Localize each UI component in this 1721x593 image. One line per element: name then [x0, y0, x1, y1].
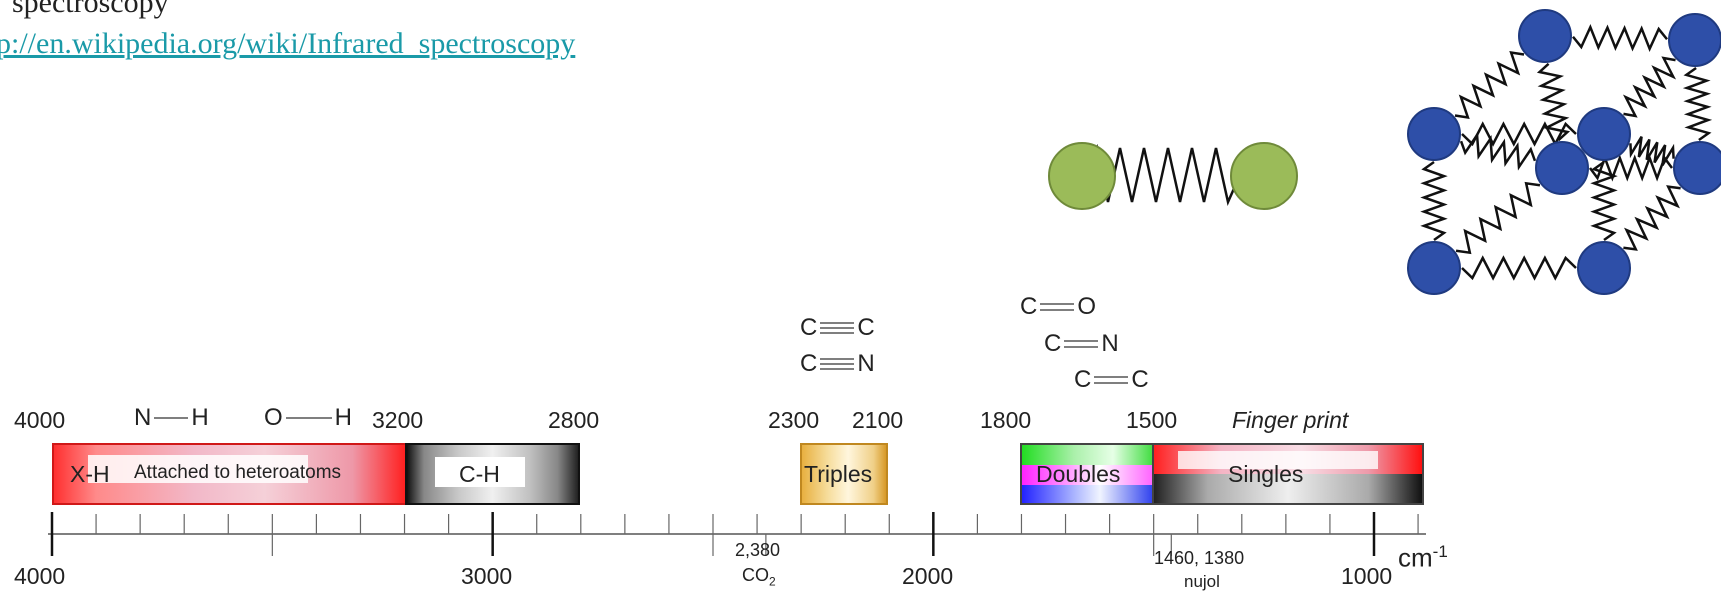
- nujol-value-label: 1460, 1380: [1154, 548, 1245, 568]
- top-label-2800: 2800: [548, 407, 600, 433]
- lattice-atom: [1577, 107, 1631, 161]
- diatomic-atom-left: [1048, 142, 1116, 210]
- singles-label: Singles: [1228, 461, 1304, 487]
- cn-triple-bond: C N: [800, 350, 875, 377]
- lattice-atom: [1668, 13, 1721, 67]
- lattice-spring: [1622, 56, 1677, 118]
- top-label-1500: 1500: [1126, 407, 1178, 433]
- triples-band: Triples: [800, 443, 888, 505]
- co2-label: CO2: [742, 565, 776, 589]
- doubles-band: Doubles: [1020, 443, 1154, 505]
- xh-label: X-H: [70, 461, 110, 487]
- attached-to-heteroatoms-label: Attached to heteroatoms: [134, 462, 342, 483]
- xh-band: X-H Attached to heteroatoms: [52, 443, 407, 505]
- lattice-atom: [1535, 141, 1589, 195]
- lattice-atom: [1673, 141, 1721, 195]
- top-label-1800: 1800: [980, 407, 1032, 433]
- nh-bond: N H: [134, 404, 209, 431]
- axis-label-2000: 2000: [902, 563, 954, 589]
- lattice-spring: [1572, 24, 1668, 52]
- cc-double-bond: C C: [1074, 366, 1149, 393]
- lattice-spring: [1590, 160, 1618, 242]
- top-label-2300: 2300: [768, 407, 820, 433]
- ch-band: C-H: [405, 443, 580, 505]
- singles-band: Singles: [1152, 443, 1424, 505]
- lattice-spring: [1461, 121, 1577, 147]
- lattice-spring: [1536, 62, 1571, 142]
- top-label-2100: 2100: [852, 407, 904, 433]
- top-label-4000: 4000: [14, 407, 66, 433]
- top-label-3200: 3200: [372, 407, 424, 433]
- cc-triple-bond: C C: [800, 314, 875, 341]
- axis-label-3000: 3000: [461, 563, 513, 589]
- lattice-spring: [1682, 66, 1713, 142]
- oh-bond: O H: [264, 404, 353, 431]
- nujol-label: nujol: [1184, 572, 1220, 591]
- lattice-atom: [1577, 241, 1631, 295]
- lattice-spring: [1459, 131, 1537, 171]
- cn-double-bond: C N: [1044, 330, 1119, 357]
- lattice-spring: [1588, 154, 1674, 182]
- lattice-spring: [1420, 160, 1448, 242]
- diatomic-spring: [1083, 143, 1242, 206]
- diatomic-atom-right: [1230, 142, 1298, 210]
- co-double-bond: C O: [1020, 293, 1097, 320]
- lattice-spring: [1455, 181, 1541, 255]
- triples-label: Triples: [804, 461, 873, 487]
- lattice-spring: [1461, 255, 1577, 281]
- lattice-spring: [1629, 136, 1675, 166]
- doubles-label: Doubles: [1036, 461, 1121, 487]
- axis-label-1000: 1000: [1341, 563, 1393, 589]
- wikipedia-link[interactable]: p://en.wikipedia.org/wiki/Infrared_spect…: [0, 27, 576, 60]
- ch-label: C-H: [459, 461, 500, 487]
- axis-label-4000: 4000: [14, 563, 66, 589]
- lattice-spring: [1454, 51, 1525, 119]
- unit-label: cm-1: [1398, 542, 1448, 573]
- lattice-atom: [1518, 9, 1572, 63]
- lattice-spring: [1623, 185, 1681, 251]
- fingerprint-label: Finger print: [1232, 407, 1349, 433]
- lattice-atom: [1407, 241, 1461, 295]
- header-title: spectroscopy: [12, 0, 169, 19]
- lattice-atom: [1407, 107, 1461, 161]
- co2-value-label: 2,380: [735, 540, 781, 560]
